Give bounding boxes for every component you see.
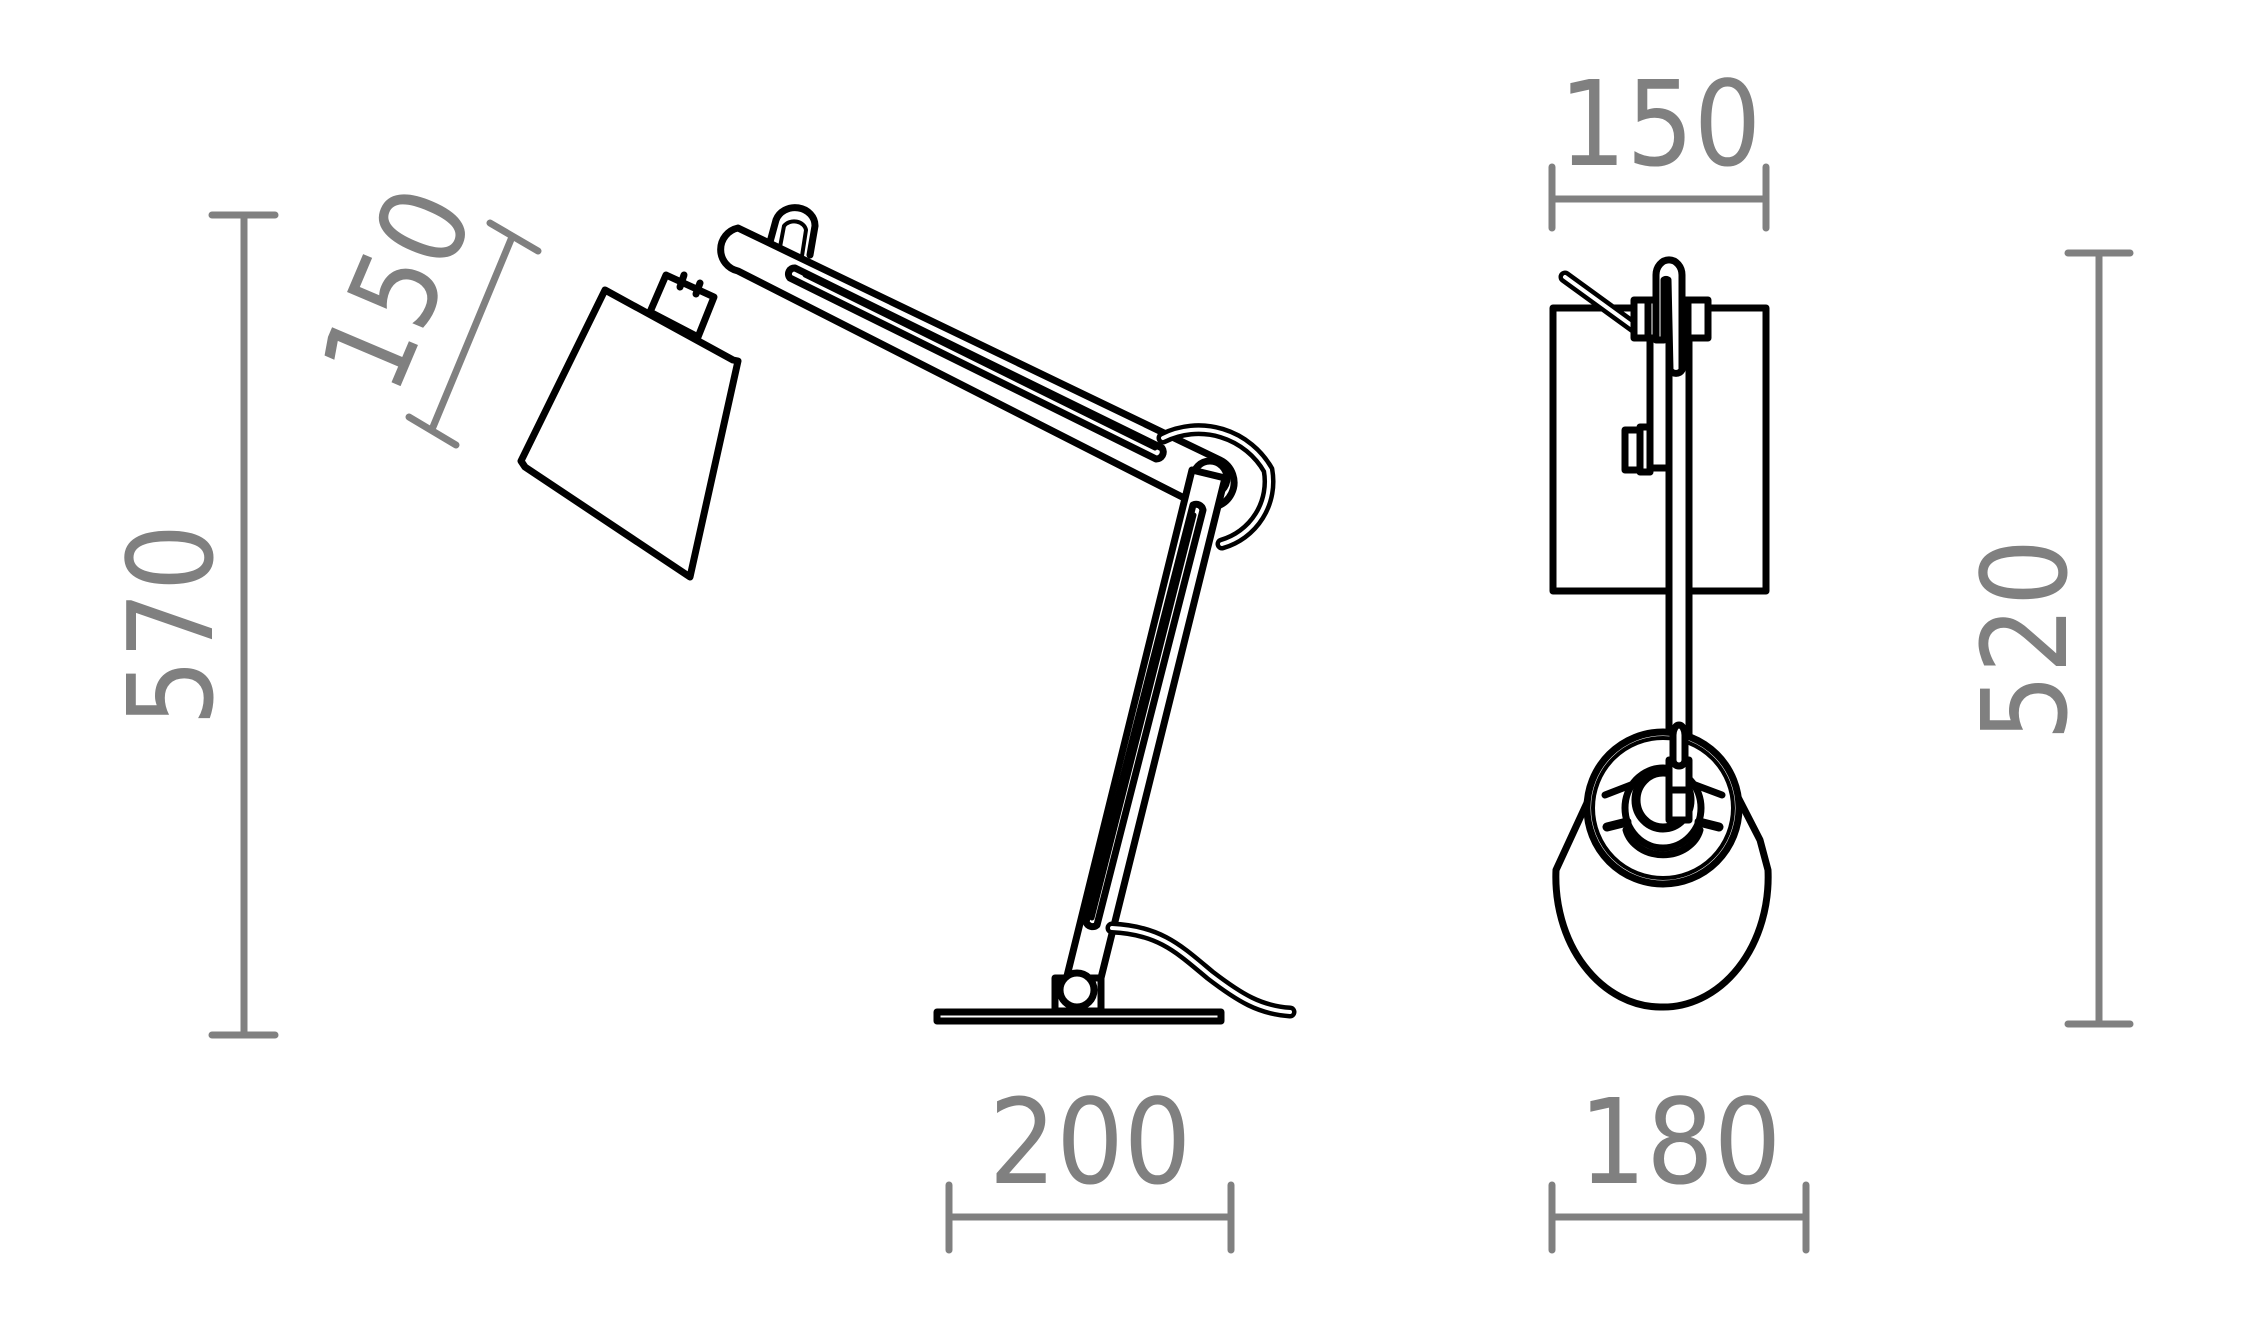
dimension-label-180: 180: [1579, 1073, 1782, 1211]
dimension-label-shade-150: 150: [294, 169, 500, 409]
head-knob: [766, 204, 819, 259]
front-view-lamp: [1549, 256, 1772, 1011]
dimension-height-570: 570: [102, 211, 279, 1039]
front-base-panel: [1549, 304, 1770, 595]
dimension-height-520: 520: [1956, 249, 2134, 1028]
base-joint: [1056, 969, 1098, 1011]
base-plate: [933, 1008, 1225, 1025]
dimension-shade-150-angled: 150: [294, 169, 542, 449]
dimension-label-200: 200: [989, 1073, 1192, 1211]
dimension-base-200: 200: [945, 1073, 1235, 1254]
dimension-label-520: 520: [1956, 539, 2094, 742]
lamp-shade: [517, 286, 742, 581]
upper-arm-slot: [785, 264, 1167, 463]
front-shade-rim: [1583, 728, 1743, 888]
side-view-lamp: [517, 204, 1297, 1025]
dimension-label-570: 570: [102, 524, 240, 727]
dimension-base-180: 180: [1548, 1073, 1810, 1254]
lower-arm-slot: [1082, 500, 1207, 931]
front-knob: [1652, 256, 1686, 377]
dimension-label-front-150: 150: [1559, 55, 1762, 193]
front-arm: [1665, 326, 1693, 764]
dimension-shade-150-front: 150: [1548, 55, 1770, 232]
